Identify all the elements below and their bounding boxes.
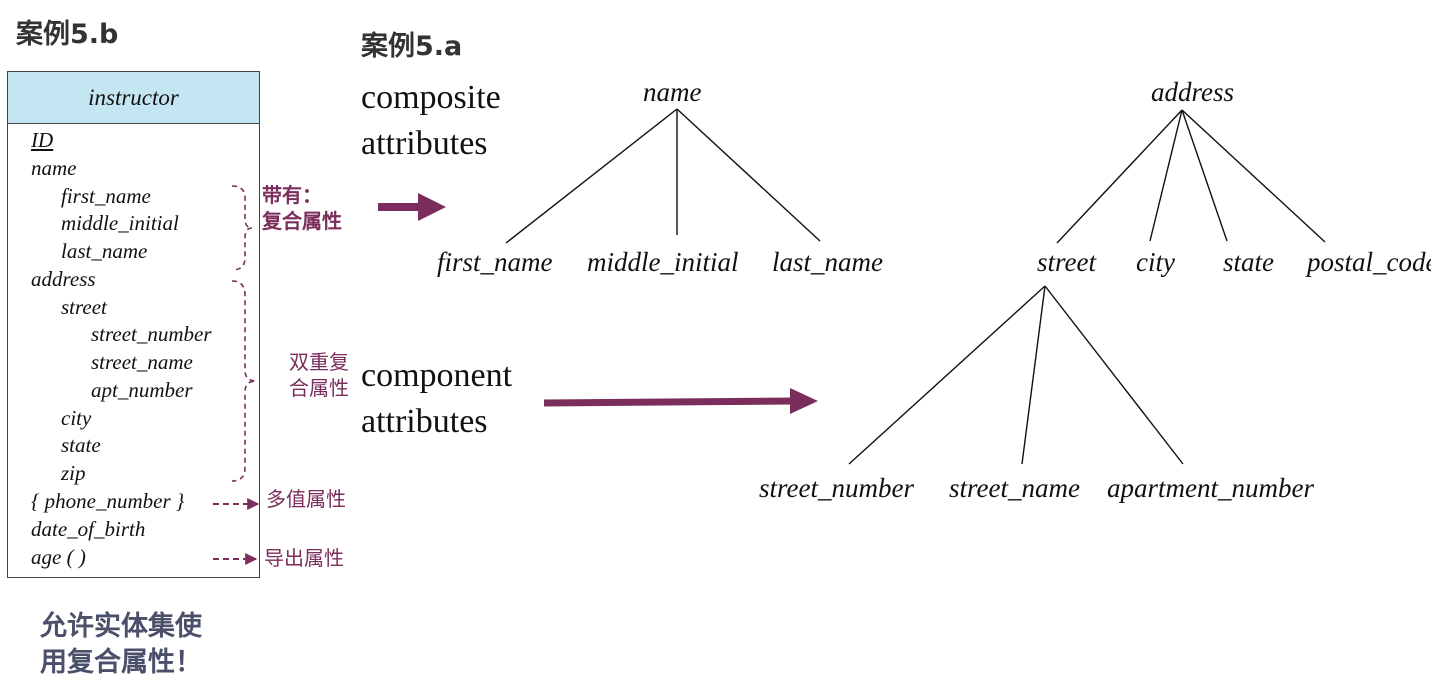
brace-address: [231, 280, 257, 482]
attr-phone-number: { phone_number }: [31, 489, 185, 513]
case-b-title: 案例5.b: [16, 19, 119, 50]
edge-address-street: [1056, 109, 1183, 244]
note-double-line1: 双重复: [289, 350, 349, 374]
attr-state: state: [61, 433, 101, 457]
composite-attributes-label: composite attributes: [361, 75, 501, 167]
note-derived: 导出属性: [264, 546, 344, 570]
tree-name-root: name: [643, 77, 702, 107]
edge-street-number: [848, 285, 1046, 465]
tree-address-street: street: [1037, 247, 1096, 277]
case-a-title: 案例5.a: [361, 31, 463, 62]
note-multivalued: 多值属性: [266, 487, 346, 511]
arrow-component: [543, 397, 797, 407]
component-attributes-label: component attributes: [361, 353, 512, 445]
attr-city: city: [61, 406, 92, 430]
edge-street-apartment: [1044, 285, 1184, 465]
tree-name-last: last_name: [772, 247, 883, 277]
tree-street-apartment: apartment_number: [1107, 473, 1314, 503]
attr-id: ID: [31, 128, 54, 152]
instructor-entity-box: instructor: [7, 71, 260, 578]
note-composite-line1: 带有：: [262, 183, 322, 207]
edge-name-last: [676, 108, 821, 242]
attr-street-name: street_name: [91, 350, 193, 374]
composite-line2: attributes: [361, 125, 488, 162]
footer-note: 允许实体集使 用复合属性！: [40, 609, 202, 681]
tree-street-name: street_name: [949, 473, 1080, 503]
edge-address-postal: [1181, 109, 1326, 243]
brace-name: [231, 185, 253, 271]
tree-address-state: state: [1223, 247, 1274, 277]
attr-middle-initial: middle_initial: [61, 211, 179, 235]
attr-zip: zip: [61, 461, 86, 485]
attr-name: name: [31, 156, 77, 180]
footer-line2: 用复合属性！: [40, 647, 202, 678]
attr-first-name: first_name: [61, 184, 151, 208]
tree-name-middle: middle_initial: [587, 247, 739, 277]
footer-line1: 允许实体集使: [40, 611, 202, 642]
entity-name: instructor: [8, 72, 259, 124]
arrow-component-head: [790, 388, 818, 414]
composite-line1: composite: [361, 79, 501, 116]
tree-address-root: address: [1151, 77, 1235, 107]
attr-address: address: [31, 267, 96, 291]
component-line2: attributes: [361, 403, 488, 440]
edge-name-first: [505, 108, 678, 244]
note-composite-line2: 复合属性: [262, 209, 342, 233]
edge-address-city: [1149, 109, 1183, 242]
tree-street-number: street_number: [759, 473, 914, 503]
attr-date-of-birth: date_of_birth: [31, 517, 146, 541]
note-composite: 带有： 复合属性: [262, 182, 342, 234]
attr-apt-number: apt_number: [91, 378, 193, 402]
edge-address-state: [1181, 109, 1228, 242]
attr-age: age ( ): [31, 545, 86, 569]
note-double-composite: 双重复 合属性: [289, 349, 349, 401]
attr-street-number: street_number: [91, 322, 212, 346]
note-double-line2: 合属性: [289, 376, 349, 400]
tree-address-postal: postal_code: [1307, 247, 1431, 277]
tree-name-first: first_name: [437, 247, 553, 277]
edge-street-name: [1021, 285, 1046, 465]
arrow-composite-head: [418, 193, 446, 221]
attr-last-name: last_name: [61, 239, 148, 263]
component-line1: component: [361, 357, 513, 394]
tree-address-city: city: [1136, 247, 1175, 277]
attr-street: street: [61, 295, 107, 319]
